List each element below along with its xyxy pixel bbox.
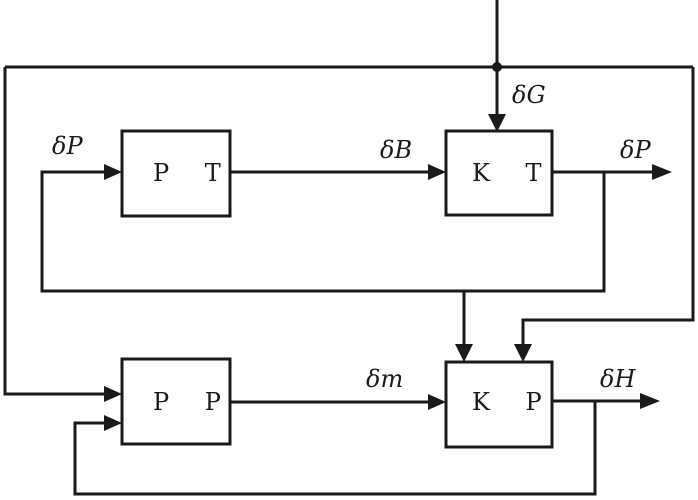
signal-dG-label: δG <box>512 81 546 109</box>
arrowhead-into-kt-left <box>428 164 446 180</box>
block-kp-frame <box>444 360 554 449</box>
arrowhead-into-kp-left <box>428 394 446 410</box>
signal-dm-label: δm <box>366 365 403 393</box>
wire-left-bus <box>3 67 104 396</box>
block-pt-label: P T <box>153 159 235 187</box>
arrowhead-into-kt-top <box>488 114 506 132</box>
block-kp-label: K P <box>472 388 556 416</box>
arrowhead-into-pt <box>104 164 122 180</box>
arrowhead-dH-output <box>640 393 660 409</box>
signal-dP-input-label: δP <box>52 132 83 160</box>
signal-dB-label: δB <box>380 136 412 164</box>
block-pp-label: P P <box>153 388 235 416</box>
block-kt-label: K T <box>472 159 556 187</box>
wire-dH-feedback <box>73 401 597 496</box>
arrowhead-into-kp-top-right <box>514 344 532 362</box>
block-pp-frame <box>120 357 232 446</box>
junction-node <box>492 62 502 72</box>
signal-dH-label: δH <box>600 365 636 393</box>
arrowhead-into-pp-upper <box>104 386 122 402</box>
block-pt: P T <box>120 129 235 218</box>
block-kt: K T <box>444 129 556 217</box>
signal-dP-output-label: δP <box>620 136 651 164</box>
block-pp: P P <box>120 357 235 446</box>
block-kp: K P <box>444 360 556 449</box>
wire-dP-feedback <box>40 170 606 293</box>
wire-right-bus <box>521 67 695 344</box>
arrowhead-dP-output <box>652 164 672 180</box>
block-pt-frame <box>120 129 232 218</box>
arrowhead-into-kp-top-left <box>455 344 473 362</box>
arrowhead-into-pp-lower <box>104 415 122 431</box>
block-kt-frame <box>444 129 554 217</box>
